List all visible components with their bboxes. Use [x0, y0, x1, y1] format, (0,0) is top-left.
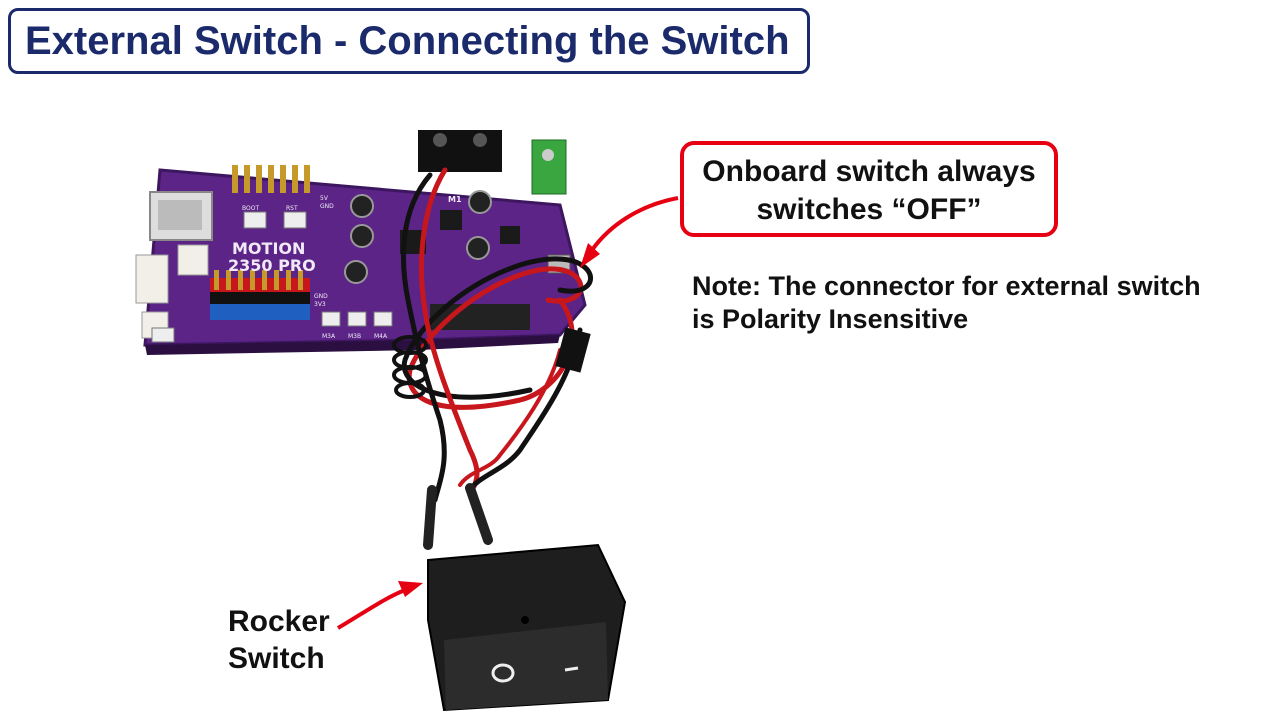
motor-test-button-1	[321, 311, 341, 327]
header-pin-5v: 5V	[320, 195, 329, 202]
title-box: External Switch - Connecting the Switch	[8, 8, 810, 74]
pcb-edge	[145, 335, 560, 355]
motor-terminal-label: M1	[448, 195, 462, 204]
terminal-screw-2	[473, 133, 487, 147]
boot-silkscreen: BOOT	[242, 205, 259, 212]
page-title: External Switch - Connecting the Switch	[25, 18, 790, 63]
rocker-label-line-1: Rocker	[228, 605, 330, 638]
callout-line-1: Onboard switch always	[702, 155, 1036, 188]
motor-label-m3b: M3B	[348, 333, 361, 340]
green-power-terminal	[531, 139, 567, 195]
chip-2	[440, 210, 462, 230]
switch-wires	[392, 167, 593, 550]
motor-label-m4a: M4A	[374, 333, 388, 340]
power-pin-gnd: GND	[314, 293, 328, 300]
board-button-left	[151, 327, 175, 343]
red-wire-lead	[458, 348, 562, 487]
rocker-arrow-head-icon	[398, 581, 423, 597]
rocker-arrow-line	[336, 588, 406, 630]
header-pins-top	[232, 165, 310, 193]
chip-3	[500, 226, 520, 244]
jst-connector-1	[135, 254, 169, 304]
onboard-switch-callout: Onboard switch always switches “OFF”	[680, 141, 1058, 237]
rocker-label-line-2: Switch	[228, 642, 325, 675]
red-wire-down	[419, 167, 480, 493]
servo-header-pins	[210, 270, 310, 320]
rocker-switch	[427, 543, 627, 712]
rocker-switch-face	[444, 622, 608, 710]
note-line-2: is Polarity Insensitive	[692, 304, 969, 334]
polarity-note: Note: The connector for external switch …	[692, 270, 1252, 336]
board-name-line1: MOTION	[232, 239, 305, 258]
capacitors	[344, 190, 492, 284]
on-symbol-icon	[564, 666, 579, 672]
callout-arrow-line	[590, 196, 679, 252]
power-pin-3v3: 3V3	[314, 301, 326, 308]
header-pin-gnd: GND	[320, 203, 334, 210]
motor-test-button-3	[373, 311, 393, 327]
callout-arrow-head-icon	[580, 243, 600, 268]
motion-2350-pro-board: MOTION 2350 PRO BOOT RST 5V GND GND 3V3 …	[135, 130, 587, 355]
board-name-line2: 2350 PRO	[228, 256, 316, 275]
reset-button	[283, 211, 307, 229]
off-symbol-icon	[491, 663, 515, 683]
usb-port	[158, 200, 202, 230]
reset-silkscreen: RST	[286, 205, 298, 212]
callout-line-2: switches “OFF”	[756, 193, 982, 226]
green-terminal-screw	[542, 149, 554, 161]
rocker-switch-label: Rocker Switch	[228, 603, 330, 677]
motor-label-m3a: M3A	[322, 333, 336, 340]
boot-button	[243, 211, 267, 229]
note-line-1: Note: The connector for external switch	[692, 271, 1201, 301]
jst-connector-2	[177, 244, 209, 276]
switch-mark	[521, 616, 529, 624]
terminal-screw-1	[433, 133, 447, 147]
annotation-arrows	[336, 196, 679, 630]
motor-test-button-2	[347, 311, 367, 327]
